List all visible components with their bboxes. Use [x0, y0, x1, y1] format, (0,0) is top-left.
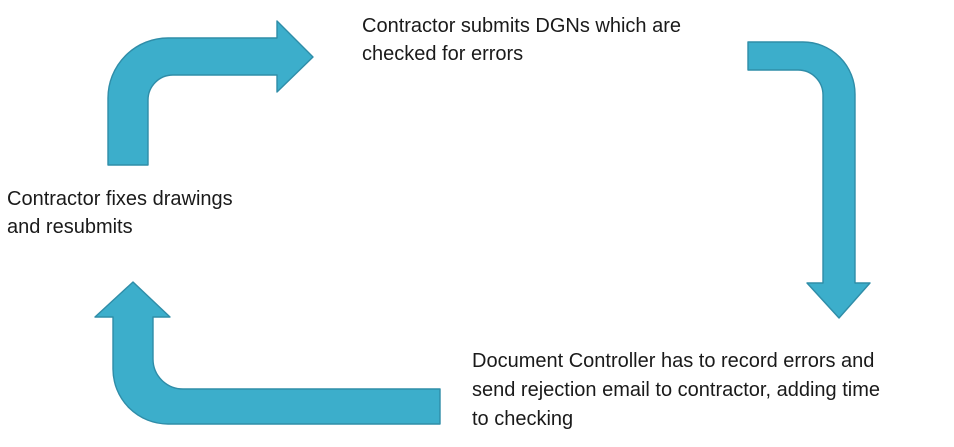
- node-label-fix: Contractor fixes drawings and resubmits: [7, 185, 233, 241]
- bent-arrow-left-then-up-icon: [94, 281, 441, 425]
- node-label-record: Document Controller has to record errors…: [472, 347, 880, 434]
- node-label-record-line1: Document Controller has to record errors…: [472, 350, 875, 372]
- bent-arrow-up-then-right-icon: [107, 20, 314, 166]
- node-label-fix-line1: Contractor fixes drawings: [7, 188, 233, 210]
- node-label-record-line2: send rejection email to contractor, addi…: [472, 379, 880, 401]
- node-label-fix-line2: and resubmits: [7, 216, 133, 238]
- node-label-submit-line2: checked for errors: [362, 43, 524, 65]
- node-label-record-line3: to checking: [472, 408, 574, 430]
- node-label-submit: Contractor submits DGNs which are checke…: [362, 12, 681, 68]
- bent-arrow-right-then-down-icon: [747, 41, 871, 319]
- node-label-submit-line1: Contractor submits DGNs which are: [362, 15, 681, 37]
